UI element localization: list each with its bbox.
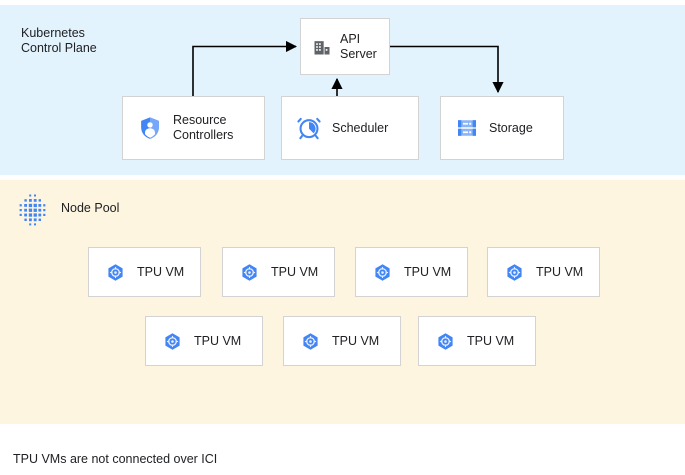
tpu-vm-card[interactable]: TPU VM [487, 247, 600, 297]
node-resource-controllers-label: Resource Controllers [173, 113, 234, 142]
node-scheduler-label: Scheduler [332, 120, 389, 135]
node-storage[interactable]: Storage [440, 96, 564, 160]
node-api-server-label: API Server [340, 31, 377, 61]
tpu-hex-icon [108, 263, 123, 281]
node-scheduler[interactable]: Scheduler [281, 96, 419, 160]
node-pool-title: Node Pool [61, 201, 120, 215]
building-icon [314, 40, 330, 54]
tpu-vm-card[interactable]: TPU VM [222, 247, 335, 297]
tpu-vm-label: TPU VM [467, 333, 515, 348]
tpu-vm-label: TPU VM [271, 264, 319, 279]
shield-person-icon [141, 117, 159, 139]
control-plane-title: Kubernetes Control Plane [21, 26, 97, 55]
dot-grid-icon [19, 194, 46, 226]
node-api-server[interactable]: API Server [300, 18, 390, 75]
server-rack-icon [458, 120, 476, 136]
tpu-vm-card[interactable]: TPU VM [88, 247, 201, 297]
diagram-caption: TPU VMs are not connected over ICI [13, 452, 218, 466]
tpu-vm-card[interactable]: TPU VM [355, 247, 468, 297]
tpu-hex-icon [165, 332, 180, 350]
tpu-vm-label: TPU VM [137, 264, 185, 279]
tpu-vm-card[interactable]: TPU VM [145, 316, 263, 366]
tpu-vm-label: TPU VM [404, 264, 452, 279]
tpu-hex-icon [242, 263, 257, 281]
node-storage-label: Storage [489, 120, 533, 135]
tpu-vm-label: TPU VM [332, 333, 380, 348]
tpu-vm-card[interactable]: TPU VM [283, 316, 401, 366]
tpu-vm-card[interactable]: TPU VM [418, 316, 536, 366]
alarm-clock-icon [297, 117, 321, 140]
node-pool-panel [0, 180, 685, 424]
tpu-vm-label: TPU VM [536, 264, 584, 279]
tpu-vm-label: TPU VM [194, 333, 242, 348]
tpu-hex-icon [507, 263, 522, 281]
tpu-hex-icon [375, 263, 390, 281]
node-resource-controllers[interactable]: Resource Controllers [122, 96, 265, 160]
tpu-hex-icon [303, 332, 318, 350]
tpu-hex-icon [438, 332, 453, 350]
